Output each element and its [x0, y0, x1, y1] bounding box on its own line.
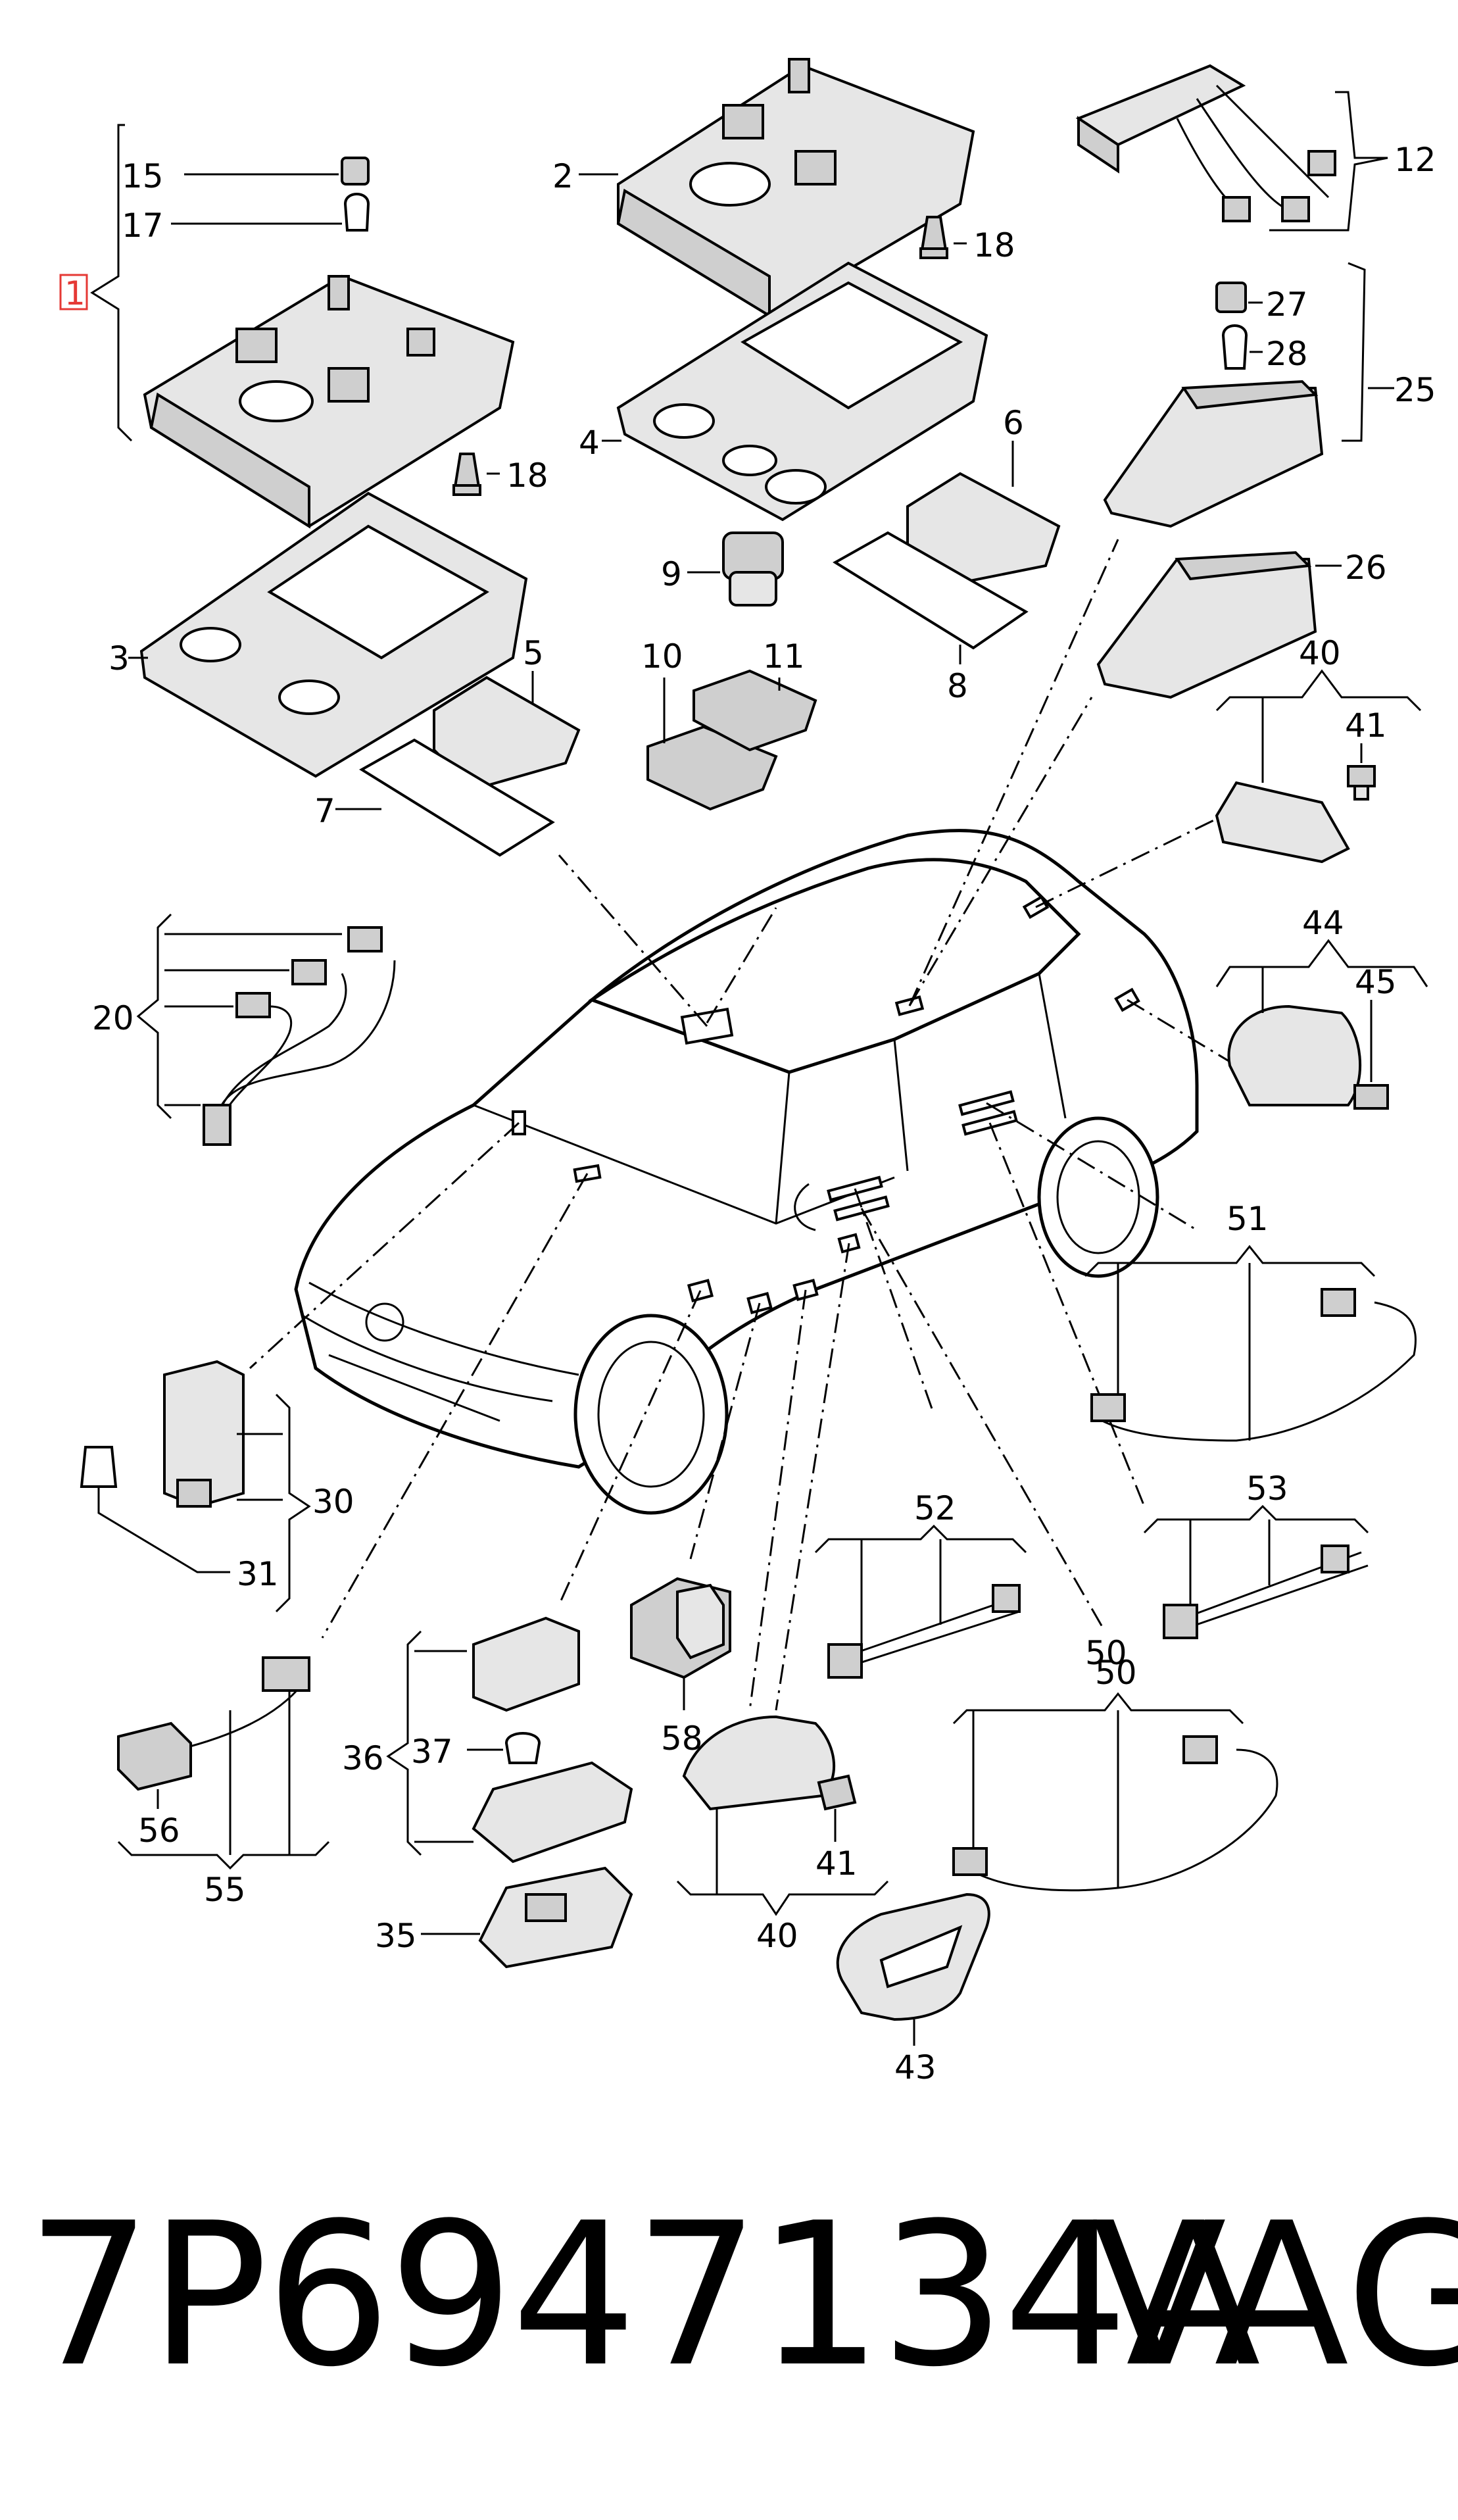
- leader-lines: [249, 539, 1237, 1711]
- callout-45: 45: [1355, 963, 1397, 1001]
- callout-labels: 1 2 3 4 5 6 7 8 9 10 11 12 15 17 18 18 2…: [59, 141, 1436, 2087]
- callout-31: 31: [237, 1555, 279, 1593]
- part-52-wiring-harness: [814, 1524, 1027, 1679]
- callout-20: 20: [92, 999, 134, 1037]
- callout-50-top: 50: [1085, 1634, 1127, 1672]
- part-55-wiring-harness: [117, 1656, 330, 1870]
- part-7-foil: [335, 738, 555, 857]
- callout-8: 8: [947, 667, 968, 705]
- callout-25: 25: [1394, 371, 1436, 409]
- part-18-screw: [452, 453, 500, 496]
- part-40-door-light-bottom: [676, 1715, 889, 1916]
- part-18-screw-center: [919, 216, 967, 259]
- part-9-switch: [687, 531, 784, 606]
- part-35-lamp: [421, 1866, 633, 1969]
- part-number: 7P6947134A: [26, 2181, 1261, 2410]
- callout-15: 15: [122, 157, 164, 195]
- callout-58: 58: [661, 1719, 703, 1758]
- part-4-trim-frame: [602, 261, 988, 522]
- callout-11: 11: [763, 637, 805, 676]
- part-30-control-unit: [163, 1360, 311, 1613]
- callout-41-bottom: 41: [815, 1844, 858, 1883]
- part-37-bulb: [467, 1732, 541, 1764]
- callout-3: 3: [109, 639, 130, 678]
- callout-37: 37: [411, 1733, 453, 1771]
- part-3-trim-frame: [128, 491, 528, 778]
- part-25-reading-light: [1103, 262, 1394, 528]
- callout-1: 1: [64, 274, 85, 312]
- part-11-switch-block: [693, 669, 817, 752]
- callout-51: 51: [1227, 1200, 1269, 1238]
- callout-44: 44: [1302, 904, 1344, 942]
- callout-9: 9: [661, 555, 682, 593]
- callout-27: 27: [1266, 285, 1308, 324]
- part-36-lamp: [386, 1616, 633, 1864]
- callout-28: 28: [1266, 335, 1308, 373]
- callout-6: 6: [1003, 404, 1024, 442]
- part-56-connector: [117, 1721, 192, 1809]
- callout-50-bottom: 50: [1095, 1654, 1137, 1692]
- parts-diagram: 1 2 3 4 5 6 7 8 9 10 11 12 15 17 18 18 2…: [59, 58, 1436, 2087]
- part-17-bulb: [171, 193, 370, 232]
- callout-4: 4: [579, 424, 600, 462]
- callout-18-center: 18: [973, 226, 1015, 264]
- callout-2: 2: [552, 157, 573, 195]
- callout-43: 43: [894, 2048, 936, 2087]
- brand-name: VAG: [1092, 2181, 1458, 2410]
- part-53-wiring-harness: [1143, 1504, 1369, 1639]
- callout-26: 26: [1345, 549, 1387, 587]
- part-45-bulb: [1353, 1000, 1389, 1110]
- callout-30: 30: [312, 1483, 354, 1521]
- part-2-interior-light-unit: [579, 58, 975, 318]
- part-12-control-module: [1075, 64, 1388, 232]
- part-26-reading-light: [1096, 551, 1342, 699]
- part-51-wiring-harness: [1084, 1245, 1417, 1442]
- part-20-wiring-harness: [136, 913, 396, 1146]
- part-41-bulb-bottom: [817, 1774, 857, 1842]
- part-41-bulb: [1347, 743, 1376, 801]
- callout-35: 35: [375, 1917, 417, 1955]
- callout-17: 17: [122, 207, 164, 245]
- callout-55: 55: [204, 1871, 246, 1909]
- part-5-cover: [433, 671, 581, 791]
- part-28-bulb: [1221, 324, 1263, 370]
- callout-41-top: 41: [1345, 706, 1387, 745]
- callout-12: 12: [1394, 141, 1436, 179]
- part-31-bulb: [80, 1446, 230, 1573]
- part-50-wiring-harness: [952, 1692, 1278, 1892]
- callout-56: 56: [138, 1812, 180, 1850]
- part-40-door-light: [1215, 669, 1422, 864]
- callout-1-box: [59, 274, 88, 310]
- callout-53: 53: [1246, 1470, 1288, 1508]
- vehicle-illustration: [294, 829, 1199, 1515]
- callout-7: 7: [314, 792, 335, 830]
- callout-36: 36: [342, 1739, 384, 1777]
- part-43-handle-trim: [836, 1892, 990, 2046]
- callout-10: 10: [641, 637, 683, 676]
- callout-40-bottom: 40: [756, 1917, 798, 1955]
- callout-5: 5: [523, 634, 544, 672]
- callout-40-top: 40: [1299, 634, 1341, 672]
- part-15-bulb-holder: [184, 157, 370, 185]
- part-6-cover: [906, 441, 1061, 587]
- part-27-bulb-holder: [1215, 282, 1263, 313]
- part-8-foil: [833, 531, 1029, 664]
- callout-18-left: 18: [506, 457, 548, 495]
- callout-52: 52: [914, 1489, 956, 1527]
- part-58-switch: [630, 1577, 731, 1710]
- part-1-interior-light-unit: [90, 124, 515, 529]
